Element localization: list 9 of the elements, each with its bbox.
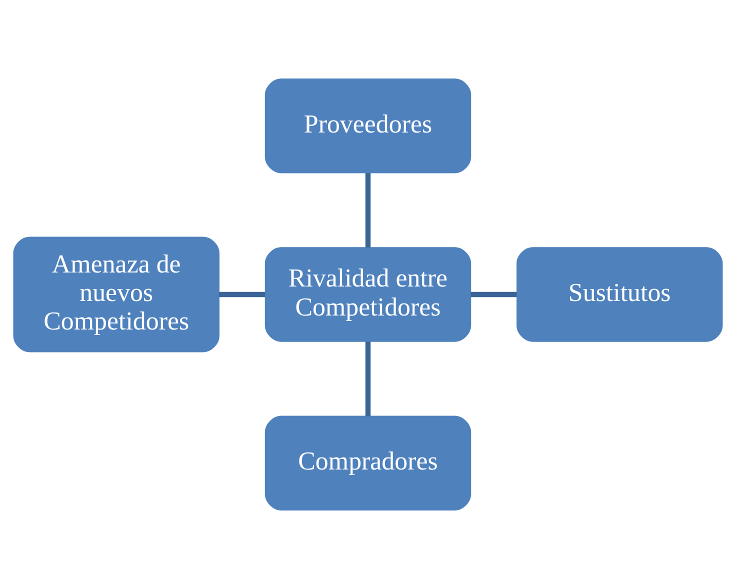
node-box: Rivalidad entre Competidores (264, 246, 472, 342)
connector (365, 172, 371, 248)
connector (470, 291, 517, 297)
connector (219, 291, 266, 297)
node-box: Sustitutos (516, 246, 723, 342)
node-box: Compradores (264, 415, 472, 510)
node-box: Proveedores (264, 78, 472, 173)
node-box: Amenaza de nuevos Competidores (13, 236, 220, 352)
connector (365, 341, 371, 416)
